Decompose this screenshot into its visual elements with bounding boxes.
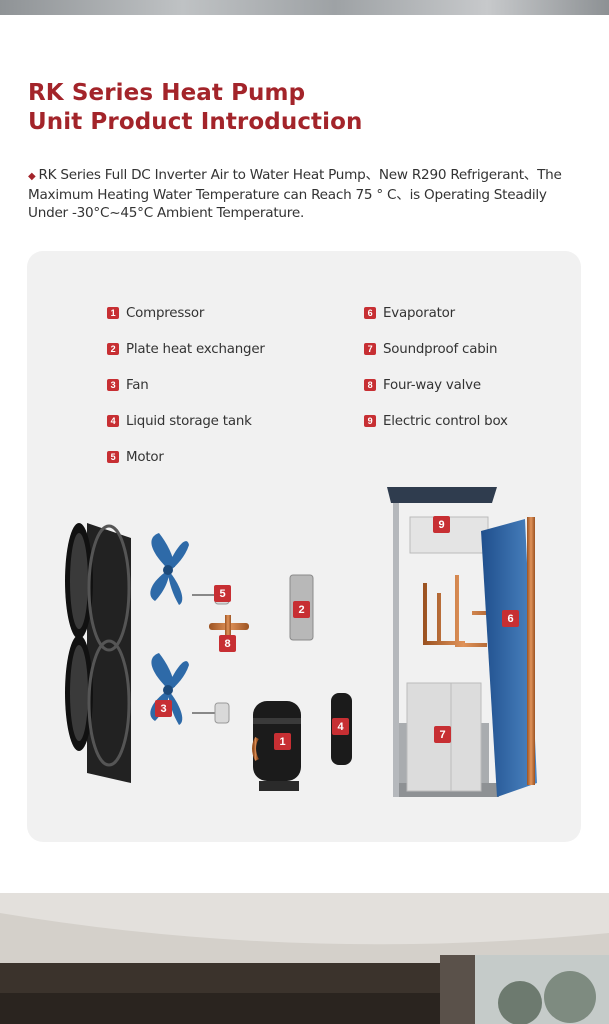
title-line-1: RK Series Heat Pump xyxy=(28,80,306,106)
page-title: RK Series Heat Pump Unit Product Introdu… xyxy=(28,79,363,137)
intro-paragraph: ◆RK Series Full DC Inverter Air to Water… xyxy=(28,166,584,222)
legend-item-soundproof-cabin: 7 Soundproof cabin xyxy=(364,331,508,367)
number-badge: 5 xyxy=(107,451,119,463)
diagram-badge-7: 7 xyxy=(434,726,451,743)
interior-scene-photo xyxy=(0,893,609,1024)
number-badge: 9 xyxy=(364,415,376,427)
legend-item-compressor: 1 Compressor xyxy=(107,295,265,331)
interior-scene-graphic xyxy=(0,893,609,1024)
legend-item-liquid-storage-tank: 4 Liquid storage tank xyxy=(107,403,265,439)
diagram-badge-2: 2 xyxy=(293,601,310,618)
diagram-badge-4: 4 xyxy=(332,718,349,735)
legend-item-plate-heat-exchanger: 2 Plate heat exchanger xyxy=(107,331,265,367)
fan-blade-upper xyxy=(150,533,189,605)
legend-label: Compressor xyxy=(126,305,205,321)
diamond-bullet-icon: ◆ xyxy=(28,171,36,182)
diagram-badge-5: 5 xyxy=(214,585,231,602)
number-badge: 2 xyxy=(107,343,119,355)
legend-label: Fan xyxy=(126,377,149,393)
number-badge: 7 xyxy=(364,343,376,355)
fan-grille-panel xyxy=(65,523,131,783)
diagram-badge-1: 1 xyxy=(274,733,291,750)
legend-label: Evaporator xyxy=(383,305,455,321)
number-badge: 3 xyxy=(107,379,119,391)
evaporator-coil xyxy=(481,517,537,797)
exploded-view-graphic xyxy=(65,487,537,797)
diagram-badge-8: 8 xyxy=(219,635,236,652)
four-way-valve xyxy=(209,615,249,639)
product-diagram-card: 1 Compressor 2 Plate heat exchanger 3 Fa… xyxy=(27,251,581,842)
legend-item-motor: 5 Motor xyxy=(107,439,265,475)
title-line-2: Unit Product Introduction xyxy=(28,109,363,135)
motor-lower xyxy=(192,702,230,724)
component-legend-left: 1 Compressor 2 Plate heat exchanger 3 Fa… xyxy=(107,295,265,475)
diagram-badge-3: 3 xyxy=(155,700,172,717)
legend-label: Plate heat exchanger xyxy=(126,341,265,357)
legend-label: Soundproof cabin xyxy=(383,341,498,357)
number-badge: 1 xyxy=(107,307,119,319)
legend-label: Motor xyxy=(126,449,164,465)
legend-label: Liquid storage tank xyxy=(126,413,252,429)
number-badge: 6 xyxy=(364,307,376,319)
intro-text: RK Series Full DC Inverter Air to Water … xyxy=(28,167,562,221)
diagram-badge-6: 6 xyxy=(502,610,519,627)
top-banner-image xyxy=(0,0,609,15)
diagram-badge-9: 9 xyxy=(433,516,450,533)
exploded-view-illustration: 5 2 8 3 1 4 9 6 7 xyxy=(27,483,581,823)
legend-item-four-way-valve: 8 Four-way valve xyxy=(364,367,508,403)
component-legend-right: 6 Evaporator 7 Soundproof cabin 8 Four-w… xyxy=(364,295,508,439)
number-badge: 4 xyxy=(107,415,119,427)
legend-item-evaporator: 6 Evaporator xyxy=(364,295,508,331)
legend-item-electric-control-box: 9 Electric control box xyxy=(364,403,508,439)
legend-label: Four-way valve xyxy=(383,377,481,393)
number-badge: 8 xyxy=(364,379,376,391)
legend-item-fan: 3 Fan xyxy=(107,367,265,403)
legend-label: Electric control box xyxy=(383,413,508,429)
